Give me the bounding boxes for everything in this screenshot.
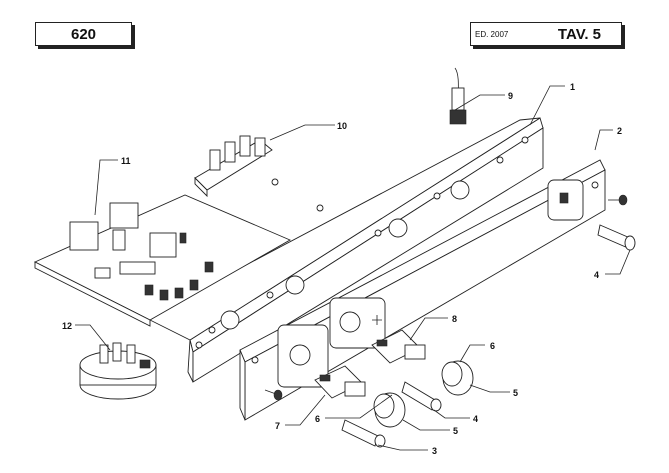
- callout-11: 11: [121, 156, 131, 166]
- screw-lower-left: [264, 389, 283, 401]
- terminal-block-part-10: [194, 135, 273, 198]
- callout-9: 9: [508, 91, 513, 101]
- callout-3: 3: [432, 446, 437, 456]
- screw-upper-right: [608, 194, 628, 206]
- control-bracket-part-1: [149, 117, 544, 383]
- callout-4-center: 4: [473, 414, 478, 424]
- callout-7: 7: [275, 421, 280, 431]
- control-board-part-11: [33, 194, 292, 327]
- callout-6-upper: 6: [490, 341, 495, 351]
- table-header-box: ED. 2007 TAV. 5: [470, 22, 622, 46]
- indicator-lamp-part-4-right: [597, 224, 636, 251]
- knob-part-6-lower: [373, 392, 406, 428]
- table-number: TAV. 5: [557, 26, 601, 43]
- lamp-part-3: [341, 419, 386, 448]
- callout-5-center: 5: [453, 426, 458, 436]
- callout-6-lower: 6: [315, 414, 320, 424]
- model-number-box: 620: [35, 22, 132, 46]
- callout-4-right: 4: [594, 270, 599, 280]
- callout-2: 2: [617, 126, 622, 136]
- pressure-switch-part-12: [79, 342, 157, 400]
- switch-part-8: [371, 329, 426, 364]
- indicator-lamp-part-4-center: [401, 381, 442, 412]
- callout-10: 10: [337, 121, 347, 131]
- switch-part-7: [314, 365, 366, 399]
- knob-part-6-upper: [441, 360, 474, 396]
- callout-5-right: 5: [513, 388, 518, 398]
- front-panel-part-2: [239, 159, 606, 421]
- model-number: 620: [70, 26, 97, 43]
- leader-lines: [75, 85, 631, 451]
- callout-1: 1: [570, 82, 575, 92]
- callout-8: 8: [452, 314, 457, 324]
- callout-12: 12: [62, 321, 72, 331]
- probe-part-9: [449, 67, 467, 125]
- edition-label: ED. 2007: [475, 30, 509, 39]
